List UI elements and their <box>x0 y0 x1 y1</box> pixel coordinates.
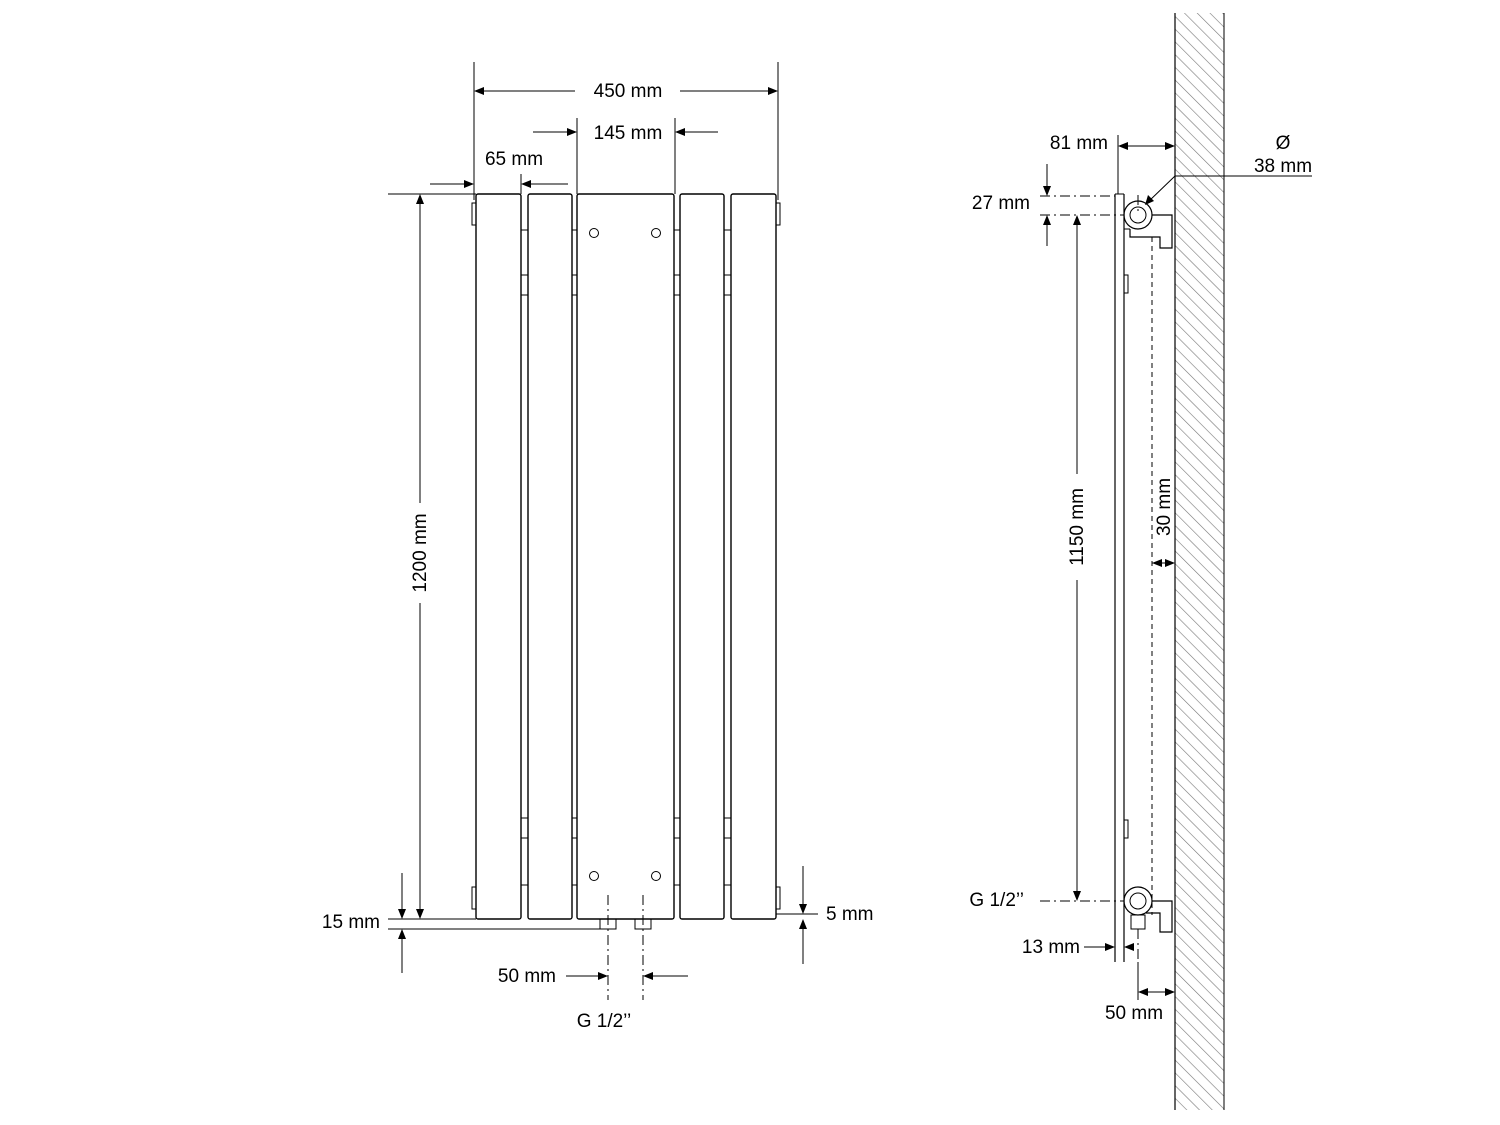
dim-panel-width: 65 mm <box>485 149 543 170</box>
dim-total-width: 450 mm <box>594 81 663 102</box>
connection-thread-label: G 1/2’’ <box>577 1011 632 1032</box>
top-tube <box>1123 200 1153 230</box>
dim-pipe-spacing: 50 mm <box>498 966 556 987</box>
mounting-hole <box>651 228 661 238</box>
bottom-tube <box>1123 886 1153 916</box>
dim-center-panel-width: 145 mm <box>594 123 663 144</box>
dim-top-offset: 27 mm <box>972 193 1030 214</box>
radiator-panel-2 <box>527 193 573 920</box>
dim-vertical-span: 1150 mm <box>1067 488 1088 566</box>
radiator-panel-1 <box>475 193 522 920</box>
dim-rear-gap: 30 mm <box>1154 478 1175 536</box>
bottom-wall-bracket <box>1146 900 1173 933</box>
top-wall-bracket <box>1129 214 1173 249</box>
radiator-panel-center <box>576 193 675 920</box>
front-view: 450 mm 145 mm 65 mm 1200 mm 15 mm <box>322 62 874 1032</box>
side-view: 81 mm Ø 38 mm 27 mm 1150 mm 30 mm G 1/2’… <box>969 13 1312 1110</box>
radiator-panel-4 <box>679 193 725 920</box>
dim-panel-thickness: 13 mm <box>1022 937 1080 958</box>
dim-height: 1200 mm <box>410 513 431 592</box>
dim-wall-distance: 81 mm <box>1050 133 1108 154</box>
mounting-hole <box>589 871 599 881</box>
side-connection-thread-label: G 1/2’’ <box>969 890 1024 911</box>
dim-tube-diameter-symbol: Ø <box>1276 133 1291 154</box>
dim-tube-diameter: 38 mm <box>1254 156 1312 177</box>
radiator-panel-5 <box>730 193 777 920</box>
mounting-hole <box>651 871 661 881</box>
dim-bottom-gap: 5 mm <box>826 904 874 925</box>
wall <box>1175 13 1224 1110</box>
dim-pipe-wall-distance: 50 mm <box>1105 1003 1163 1024</box>
mounting-hole <box>589 228 599 238</box>
side-connection-pipe <box>1130 914 1146 930</box>
dim-bottom-offset: 15 mm <box>322 912 380 933</box>
